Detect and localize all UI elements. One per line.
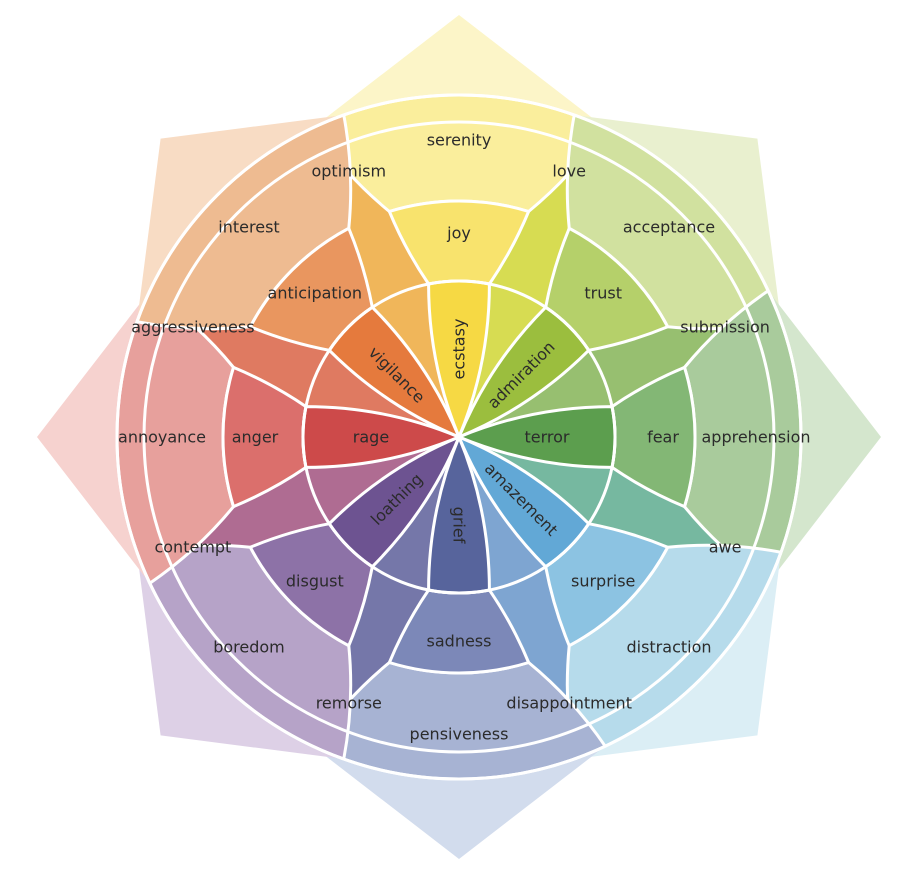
label-outer-surprise: distraction xyxy=(626,638,711,657)
label-dyad-remorse: remorse xyxy=(316,694,382,713)
label-outer-anger: annoyance xyxy=(118,428,206,447)
label-middle-fear: fear xyxy=(647,428,679,447)
label-outer-sadness: pensiveness xyxy=(410,725,509,744)
label-dyad-aggressiveness: aggressiveness xyxy=(131,317,254,336)
label-dyad-optimism: optimism xyxy=(311,161,386,180)
label-dyad-submission: submission xyxy=(680,317,770,336)
label-middle-surprise: surprise xyxy=(571,572,635,591)
petal-fear xyxy=(457,289,803,585)
label-inner-joy: ecstasy xyxy=(450,319,469,380)
label-middle-joy: joy xyxy=(446,224,471,243)
petal-tip-joy xyxy=(312,15,606,128)
petal-tips-layer xyxy=(37,15,881,859)
petal-tip-disgust xyxy=(137,552,344,759)
label-middle-sadness: sadness xyxy=(427,632,492,651)
label-middle-trust: trust xyxy=(584,283,622,302)
petal-tip-trust xyxy=(574,115,781,322)
label-inner-fear: terror xyxy=(524,428,569,447)
petal-tip-surprise xyxy=(574,552,781,759)
label-inner-sadness: grief xyxy=(450,507,469,544)
label-outer-anticipation: interest xyxy=(218,218,279,237)
inner-ring xyxy=(301,279,617,595)
petal-sadness xyxy=(311,435,607,781)
label-outer-joy: serenity xyxy=(427,131,492,150)
label-outer-disgust: boredom xyxy=(213,638,285,657)
petal-tip-anticipation xyxy=(137,115,344,322)
petal-anger xyxy=(115,289,461,585)
label-inner-anger: rage xyxy=(353,428,389,447)
petal-tip-fear xyxy=(768,290,881,584)
petals-layer xyxy=(115,93,803,781)
label-middle-anticipation: anticipation xyxy=(268,283,363,302)
label-dyad-disappointment: disappointment xyxy=(506,694,632,713)
label-dyad-contempt: contempt xyxy=(154,538,231,557)
label-middle-disgust: disgust xyxy=(286,572,344,591)
label-dyad-awe: awe xyxy=(709,538,742,557)
label-middle-anger: anger xyxy=(232,428,279,447)
label-dyad-love: love xyxy=(552,161,586,180)
label-outer-fear: apprehension xyxy=(701,428,810,447)
label-outer-trust: acceptance xyxy=(623,218,715,237)
rim-ring xyxy=(115,93,803,781)
petal-tip-anger xyxy=(37,290,150,584)
petal-surprise xyxy=(457,435,783,761)
petal-tip-sadness xyxy=(312,746,606,859)
outer-ring xyxy=(142,120,776,754)
